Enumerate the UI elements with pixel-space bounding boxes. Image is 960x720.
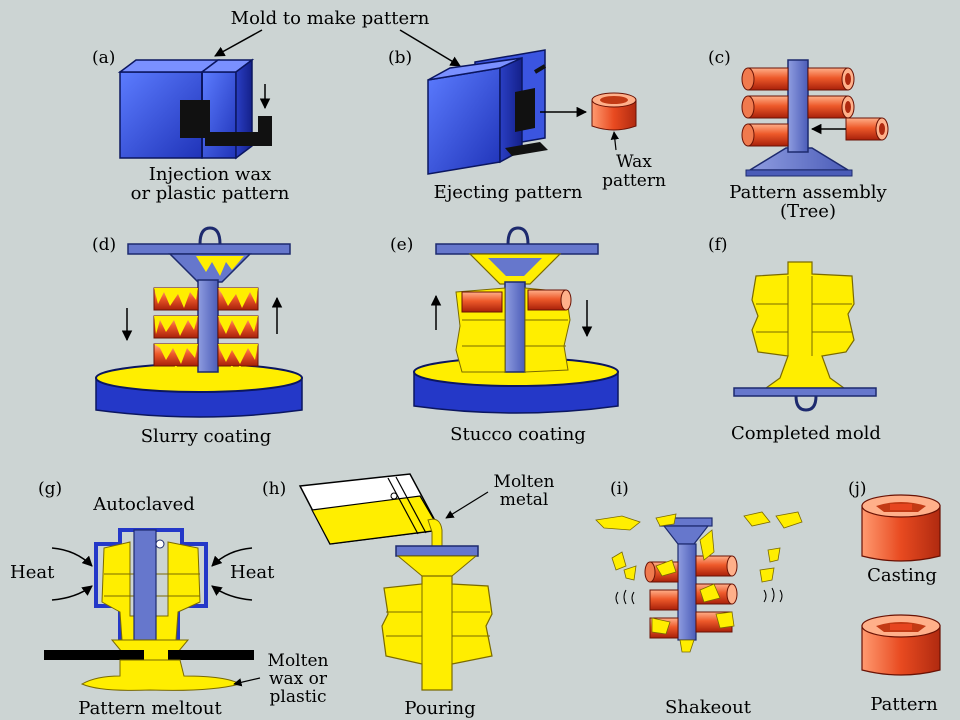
panel-f-letter: (f) — [708, 235, 728, 255]
panel-g-callout-line2: wax or — [269, 669, 328, 689]
panel-c-caption-line2: (Tree) — [780, 201, 836, 222]
panel-d-letter: (d) — [92, 235, 116, 255]
panel-g-letter: (g) — [38, 479, 62, 499]
panel-c: (c) Pattern assembly (Tree) — [708, 48, 889, 222]
panel-g-caption: Pattern meltout — [78, 698, 222, 719]
panel-g-callout-line3: plastic — [270, 687, 327, 707]
panel-g-callout-line1: Molten — [268, 651, 329, 671]
panel-c-letter: (c) — [708, 48, 731, 68]
panel-f: (f) Completed mold — [708, 235, 881, 444]
panel-e-caption: Stucco coating — [450, 424, 586, 445]
panel-i: (i) Shakeout — [595, 479, 803, 718]
panel-d-caption: Slurry coating — [141, 426, 272, 447]
panel-g-top-label: Autoclaved — [92, 494, 195, 515]
panel-d: (d) — [92, 226, 303, 447]
panel-e: (e) Stucco coating — [390, 226, 619, 445]
panel-i-letter: (i) — [610, 479, 629, 499]
panel-a: (a) Injection wax or plastic pattern — [92, 48, 290, 204]
panel-h-callout-line1: Molten — [494, 472, 555, 492]
panel-h-caption: Pouring — [404, 698, 475, 719]
panel-g: (g) Autoclaved Heat Heat Molten wax or p… — [10, 479, 329, 719]
panel-b-letter: (b) — [388, 48, 412, 68]
panel-g-heat-left: Heat — [10, 562, 55, 583]
panel-a-letter: (a) — [92, 48, 115, 68]
panel-i-caption: Shakeout — [665, 697, 752, 718]
panel-a-caption-line1: Injection wax — [149, 164, 271, 185]
panel-h-letter: (h) — [262, 479, 286, 499]
panel-h: (h) Molten metal Pouring — [262, 472, 555, 719]
panel-b-caption: Ejecting pattern — [434, 182, 583, 203]
panel-h-callout-line2: metal — [500, 490, 549, 510]
panel-b: (b) Wax pattern Ejecting pattern — [388, 48, 666, 203]
panel-j-second-caption: Pattern — [870, 694, 938, 715]
panel-j-letter: (j) — [848, 479, 867, 499]
diagram-title: Mold to make pattern — [231, 8, 430, 29]
panel-b-callout-line1: Wax — [616, 152, 652, 172]
panel-c-caption-line1: Pattern assembly — [729, 182, 887, 203]
panel-e-letter: (e) — [390, 235, 413, 255]
panel-j: (j) Casting Pattern — [848, 479, 941, 715]
panel-a-caption-line2: or plastic pattern — [131, 183, 290, 204]
panel-b-callout-line2: pattern — [602, 171, 666, 191]
panel-g-heat-right: Heat — [230, 562, 275, 583]
panel-f-caption: Completed mold — [731, 423, 881, 444]
panel-j-caption: Casting — [867, 565, 937, 586]
